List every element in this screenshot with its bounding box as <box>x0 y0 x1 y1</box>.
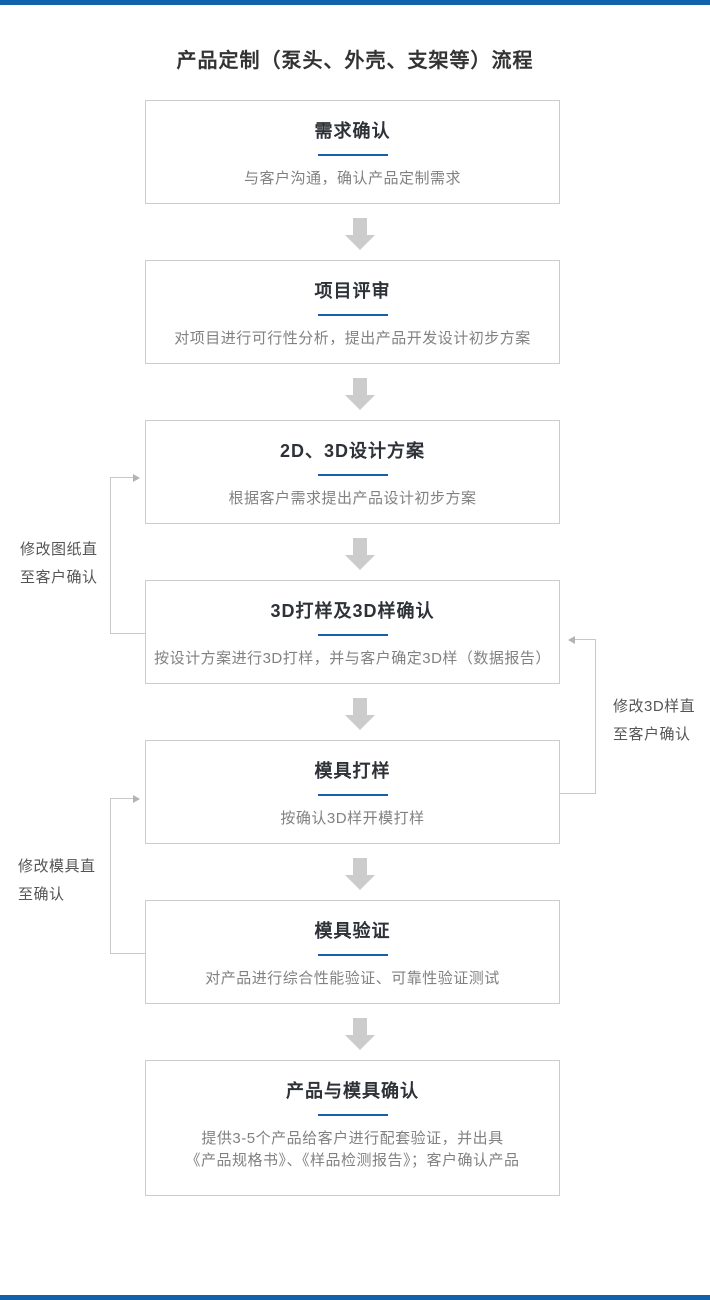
flow-arrow-down-4 <box>345 698 375 730</box>
top-accent-bar <box>0 0 710 5</box>
step-title: 2D、3D设计方案 <box>279 441 426 461</box>
flow-arrow-down-2 <box>345 378 375 410</box>
flow-arrow-down-6 <box>345 1018 375 1050</box>
step-description: 对项目进行可行性分析，提出产品开发设计初步方案 <box>174 330 531 347</box>
flow-arrow-down-5 <box>345 858 375 890</box>
connector-line <box>110 633 145 634</box>
connector-line <box>560 793 596 794</box>
step-title-underline <box>317 954 388 956</box>
arrow-down-icon <box>353 218 367 235</box>
step-title: 需求确认 <box>314 121 391 141</box>
flow-arrow-down-3 <box>345 538 375 570</box>
step-title-underline <box>317 154 388 156</box>
flow-step-7: 产品与模具确认 提供3-5个产品给客户进行配套验证，并出具 《产品规格书》、《样… <box>145 1060 560 1196</box>
page-title: 产品定制（泵头、外壳、支架等）流程 <box>176 50 534 72</box>
flow-step-3: 2D、3D设计方案 根据客户需求提出产品设计初步方案 <box>145 420 560 524</box>
connector-line <box>575 639 596 640</box>
arrow-down-icon <box>353 378 367 395</box>
flow-step-5: 模具打样 按确认3D样开模打样 <box>145 740 560 844</box>
arrow-down-icon <box>353 1018 367 1035</box>
connector-line <box>110 953 145 954</box>
step-title: 模具打样 <box>314 761 391 781</box>
arrow-down-icon <box>353 698 367 715</box>
flow-step-6: 模具验证 对产品进行综合性能验证、可靠性验证测试 <box>145 900 560 1004</box>
arrowhead-left-icon <box>568 636 575 644</box>
step-title-underline <box>317 634 388 636</box>
flow-step-1: 需求确认 与客户沟通，确认产品定制需求 <box>145 100 560 204</box>
step-title-underline <box>317 314 388 316</box>
step-title: 项目评审 <box>314 281 391 301</box>
step-title: 产品与模具确认 <box>286 1081 419 1101</box>
arrowhead-right-icon <box>133 795 140 803</box>
connector-line <box>595 639 596 794</box>
connector-line <box>110 798 133 799</box>
step-title-underline <box>317 474 388 476</box>
arrow-down-icon <box>353 538 367 555</box>
connector-line <box>110 798 111 954</box>
flow-arrow-down-1 <box>345 218 375 250</box>
loop-label-1: 修改图纸直 至客户确认 <box>20 541 98 586</box>
step-title-underline <box>317 1114 388 1116</box>
connector-line <box>110 477 133 478</box>
step-description: 提供3-5个产品给客户进行配套验证，并出具 《产品规格书》、《样品检测报告》；客… <box>185 1130 520 1169</box>
flow-step-4: 3D打样及3D样确认 按设计方案进行3D打样，并与客户确定3D样（数据报告） <box>145 580 560 684</box>
bottom-accent-bar <box>0 1295 710 1300</box>
step-title-underline <box>317 794 388 796</box>
flow-step-2: 项目评审 对项目进行可行性分析，提出产品开发设计初步方案 <box>145 260 560 364</box>
step-description: 根据客户需求提出产品设计初步方案 <box>228 490 477 507</box>
step-description: 与客户沟通，确认产品定制需求 <box>243 170 461 187</box>
step-description: 对产品进行综合性能验证、可靠性验证测试 <box>205 970 500 987</box>
step-title: 模具验证 <box>314 921 391 941</box>
arrowhead-right-icon <box>133 474 140 482</box>
arrow-down-icon <box>353 858 367 875</box>
connector-line <box>110 477 111 634</box>
step-description: 按设计方案进行3D打样，并与客户确定3D样（数据报告） <box>154 650 551 667</box>
loop-label-2: 修改3D样直 至客户确认 <box>613 698 696 743</box>
step-title: 3D打样及3D样确认 <box>270 601 435 621</box>
loop-label-3: 修改模具直 至确认 <box>18 858 96 903</box>
step-description: 按确认3D样开模打样 <box>280 810 425 827</box>
